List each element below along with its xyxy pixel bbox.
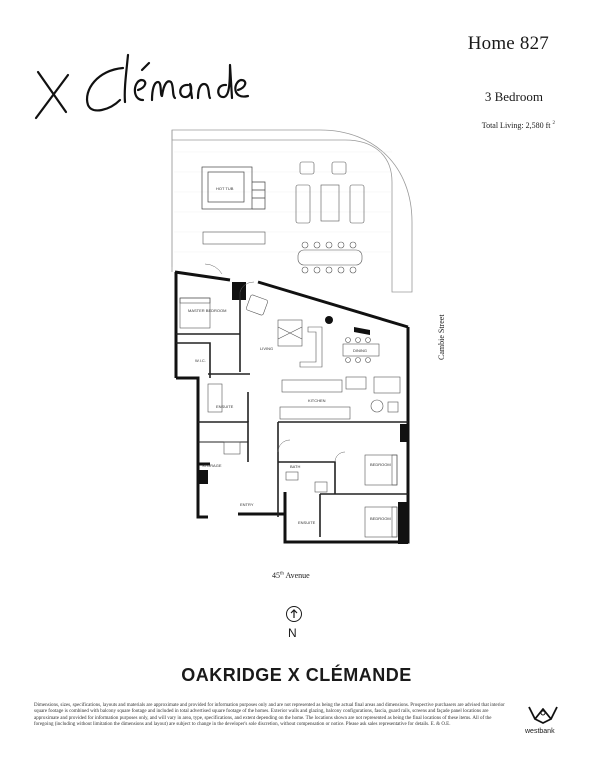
label-bath: BATH bbox=[290, 464, 300, 469]
developer-name: westbank bbox=[525, 728, 555, 735]
project-brand: OAKRIDGE X CLÉMANDE bbox=[181, 665, 412, 685]
cambie-street-label: Cambie Street bbox=[437, 314, 446, 360]
home-number: Home 827 bbox=[467, 33, 549, 54]
legal-disclaimer: Dimensions, sizes, specifications, layou… bbox=[34, 703, 505, 728]
interior-walls bbox=[176, 292, 408, 537]
label-master-bedroom: MASTER BEDROOM bbox=[188, 308, 226, 313]
total-living-superscript: 2 bbox=[552, 121, 556, 126]
bath-fixtures bbox=[207, 383, 328, 493]
north-label: N bbox=[288, 626, 297, 640]
label-ensuite: ENSUITE bbox=[216, 404, 234, 409]
label-dining: DINING bbox=[353, 348, 367, 353]
hot-tub bbox=[201, 166, 266, 210]
bedroom-count: 3 Bedroom bbox=[484, 89, 543, 104]
terrace bbox=[171, 129, 413, 293]
avenue-number: 45 bbox=[272, 571, 280, 580]
floor-plan: HOT TUB bbox=[171, 129, 413, 544]
bedroom-2-bed bbox=[364, 506, 398, 538]
avenue-label: 45th Avenue bbox=[272, 571, 310, 580]
label-kitchen: KITCHEN bbox=[308, 398, 326, 403]
label-wic: W.I.C. bbox=[195, 358, 206, 363]
total-living-text: Total Living: 2,580 ft bbox=[481, 121, 551, 130]
label-living: LIVING bbox=[260, 346, 273, 351]
label-entry: ENTRY bbox=[240, 502, 254, 507]
master-bed bbox=[179, 297, 211, 329]
avenue-suffix: Avenue bbox=[283, 571, 310, 580]
label-bedroom-1: BEDROOM bbox=[370, 462, 391, 467]
living-furniture bbox=[246, 294, 323, 368]
clemande-script-logo bbox=[34, 53, 250, 120]
kitchen-fixtures bbox=[279, 376, 401, 420]
label-storage: STORAGE bbox=[202, 463, 222, 468]
avenue-ordinal: th bbox=[280, 571, 284, 577]
label-ensuite-2: ENSUITE bbox=[298, 520, 316, 525]
dining-furniture bbox=[342, 337, 380, 363]
arrow-up-icon bbox=[290, 609, 298, 618]
label-hot-tub: HOT TUB bbox=[216, 186, 234, 191]
north-arrow-icon bbox=[286, 606, 302, 622]
westbank-logo-icon bbox=[528, 706, 558, 724]
wall-columns bbox=[198, 282, 409, 544]
terrace-paving bbox=[174, 151, 392, 253]
terrace-furniture bbox=[202, 161, 365, 274]
bedroom-1-bed bbox=[364, 454, 398, 486]
label-bedroom-2: BEDROOM bbox=[370, 516, 391, 521]
door-swings bbox=[204, 263, 346, 463]
